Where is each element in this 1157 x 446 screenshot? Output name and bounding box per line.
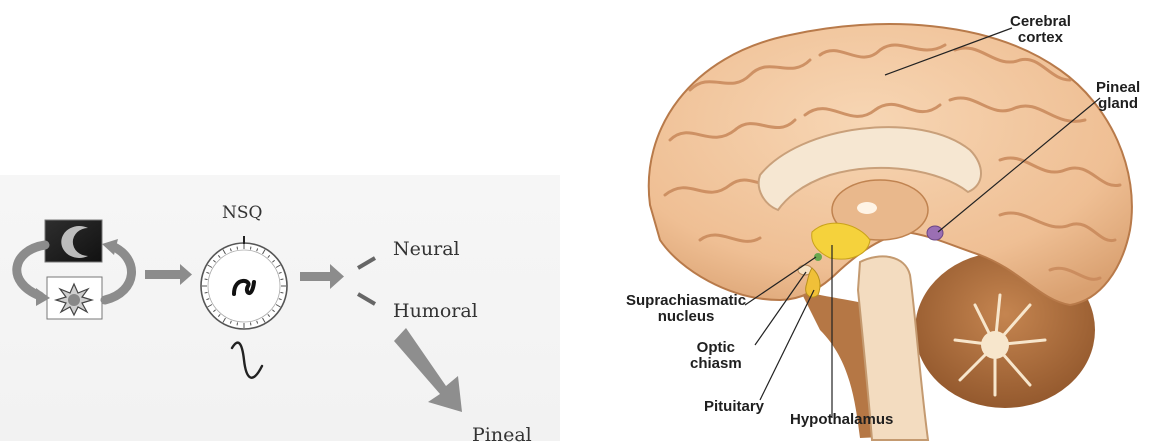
- clock-tick: [250, 322, 251, 325]
- clock-tick: [237, 247, 238, 250]
- cerebral-cortex-label: Cerebral cortex: [1010, 14, 1071, 46]
- scn-line-2: nucleus: [626, 309, 746, 325]
- scn-line-1: Suprachiasmatic: [626, 293, 746, 309]
- output-arrow-icon: [300, 264, 344, 289]
- optic-chiasm-label: Optic chiasm: [690, 340, 742, 372]
- nsq-label: NSQ: [222, 203, 262, 223]
- neural-branch-line: [358, 258, 375, 268]
- clock-tick: [205, 279, 208, 280]
- humoral-label: Humoral: [393, 300, 478, 322]
- nsq-clock-icon: [201, 236, 287, 329]
- pineal-arrow-icon: [394, 328, 462, 412]
- pineal-gland-line-1: Pineal: [1096, 80, 1140, 96]
- clock-tick: [250, 247, 251, 250]
- hypothalamus-label: Hypothalamus: [790, 412, 893, 428]
- neural-label: Neural: [393, 238, 460, 260]
- cycle-arrow-right-icon: [105, 246, 131, 300]
- light-dark-cycle-group: [17, 220, 132, 319]
- pineal-target-label: Pineal: [472, 424, 532, 446]
- clock-tick: [205, 292, 208, 293]
- humoral-branch-line: [358, 294, 375, 304]
- clock-tick: [280, 279, 283, 280]
- cycle-arrow-left-icon: [17, 245, 45, 296]
- clock-tick: [280, 292, 283, 293]
- optic-chiasm-line-2: chiasm: [690, 356, 742, 372]
- pineal-gland-shape: [927, 226, 943, 240]
- cerebral-cortex-line-1: Cerebral: [1010, 14, 1071, 30]
- brain-illustration: [649, 24, 1132, 440]
- cerebral-cortex-line-2: cortex: [1010, 30, 1071, 46]
- pituitary-label: Pituitary: [704, 399, 764, 415]
- rhythm-wave-icon: [232, 343, 262, 378]
- pineal-gland-label: Pineal gland: [1096, 80, 1140, 112]
- scn-label: Suprachiasmatic nucleus: [626, 293, 746, 325]
- pineal-gland-line-2: gland: [1096, 96, 1140, 112]
- optic-chiasm-line-1: Optic: [690, 340, 742, 356]
- input-arrow-icon: [145, 264, 192, 285]
- clock-tick: [237, 322, 238, 325]
